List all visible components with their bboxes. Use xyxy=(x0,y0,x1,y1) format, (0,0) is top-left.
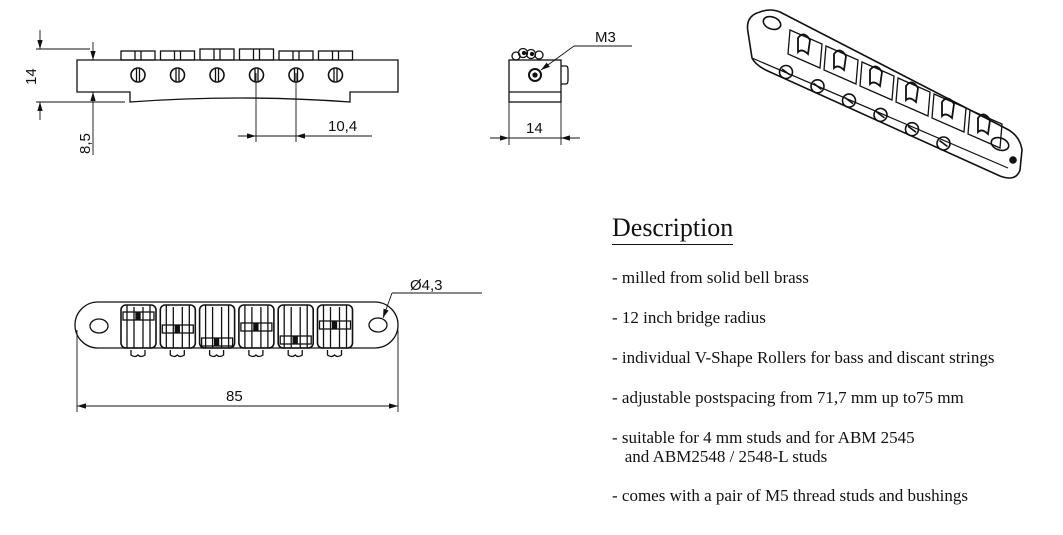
right-mount-hole xyxy=(368,317,388,333)
top-view xyxy=(74,292,482,412)
screw-icon xyxy=(841,93,857,108)
left-mount-hole xyxy=(89,318,109,334)
description-item: - adjustable postspacing from 71,7 mm up… xyxy=(612,388,964,407)
top-view-body xyxy=(74,301,399,349)
end-view-body xyxy=(508,59,562,103)
dim-end-width: 14 xyxy=(526,120,543,137)
screw-icon xyxy=(327,67,344,83)
side-view-rollers xyxy=(120,48,354,61)
description-item: - 12 inch bridge radius xyxy=(612,308,766,327)
dim-side-base-height: 8,5 xyxy=(77,133,94,154)
screw-icon xyxy=(904,121,920,137)
screw-icon xyxy=(810,79,825,94)
top-roller xyxy=(120,304,157,349)
screw-icon xyxy=(326,350,343,358)
side-roller xyxy=(317,50,354,61)
description-section: Description - milled from solid bell bra… xyxy=(612,212,1063,505)
screw-icon xyxy=(778,64,794,80)
side-view-body xyxy=(76,59,399,103)
iso-roller xyxy=(823,45,859,85)
side-roller xyxy=(278,50,314,61)
description-item: - milled from solid bell brass xyxy=(612,268,809,287)
dim-hole-diameter: Ø4,3 xyxy=(410,277,443,294)
screw-icon xyxy=(208,350,225,358)
top-roller xyxy=(159,304,197,349)
end-view xyxy=(490,45,632,145)
screw-icon xyxy=(130,350,146,358)
side-roller xyxy=(159,50,196,61)
dim-total-length: 85 xyxy=(226,388,243,405)
top-roller xyxy=(238,304,275,349)
top-roller xyxy=(277,304,315,349)
description-item: - individual V-Shape Rollers for bass an… xyxy=(612,348,995,367)
iso-roller xyxy=(931,93,967,133)
description-item: - suitable for 4 mm studs and for ABM 25… xyxy=(612,428,915,466)
top-roller xyxy=(198,304,236,349)
screw-icon xyxy=(873,107,888,123)
screw-icon xyxy=(248,350,264,358)
screw-icon xyxy=(287,350,303,358)
screw-icon xyxy=(936,136,951,151)
side-view xyxy=(36,30,399,155)
dim-string-spacing: 10,4 xyxy=(328,118,357,135)
description-title: Description xyxy=(612,212,734,245)
screw-icon xyxy=(130,67,146,83)
iso-roller xyxy=(967,109,1003,149)
screw-icon xyxy=(169,67,186,83)
screw-icon xyxy=(169,350,185,358)
side-view-screws xyxy=(130,67,344,83)
iso-roller xyxy=(787,29,823,69)
side-roller xyxy=(199,48,235,61)
dim-side-height: 14 xyxy=(23,68,40,85)
side-roller xyxy=(238,48,275,61)
top-roller xyxy=(316,304,354,349)
isometric-view xyxy=(746,9,1023,179)
dim-thread-callout: M3 xyxy=(595,29,616,46)
iso-roller xyxy=(859,61,895,101)
side-roller xyxy=(120,50,156,61)
description-item: - comes with a pair of M5 thread studs a… xyxy=(612,486,968,505)
m3-thread-hole xyxy=(528,68,542,82)
screw-icon xyxy=(209,67,225,83)
iso-roller xyxy=(895,77,931,117)
screw-icon xyxy=(248,67,265,83)
